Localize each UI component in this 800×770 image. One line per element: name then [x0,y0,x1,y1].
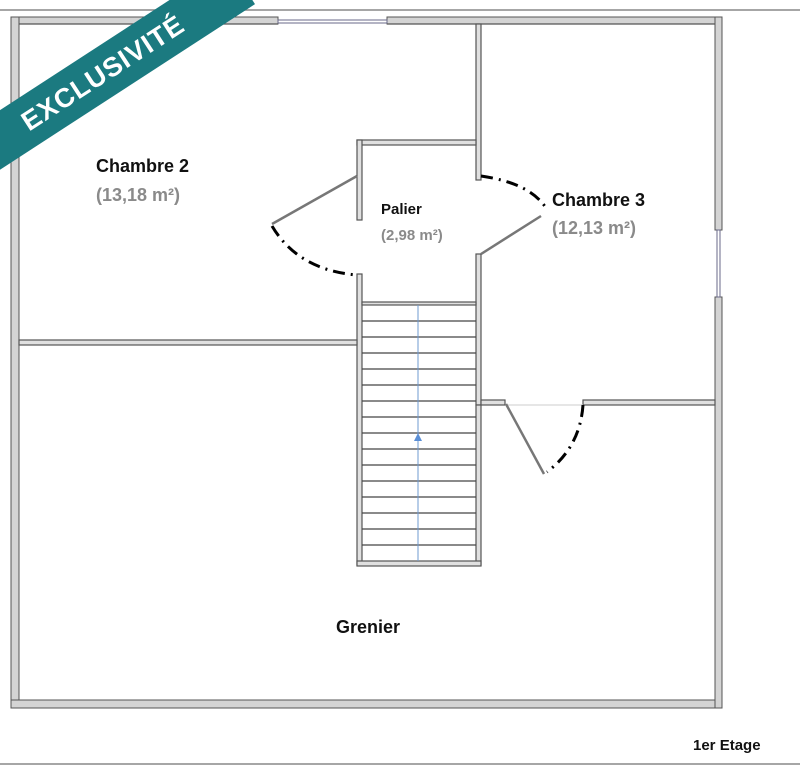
floor-level-label: 1er Etage [693,737,761,754]
door-chambre2 [270,174,358,277]
outer-walls [10,16,723,709]
room-area-chambre-3: (12,13 m²) [552,218,637,238]
room-area-chambre-2: (13,18 m²) [96,185,181,205]
door-grenier [504,403,585,475]
room-name-grenier: Grenier [336,617,401,637]
window-right [716,229,721,298]
room-name-chambre-2: Chambre 2 [96,156,190,176]
window-top [277,19,388,24]
staircase [362,320,476,546]
interior-walls [18,23,716,567]
stair-up-arrow-icon [414,433,422,441]
room-area-palier: (2,98 m²) [381,227,443,244]
room-name-palier: Palier [381,201,422,218]
door-chambre3 [480,174,548,256]
room-name-chambre-3: Chambre 3 [552,190,646,210]
